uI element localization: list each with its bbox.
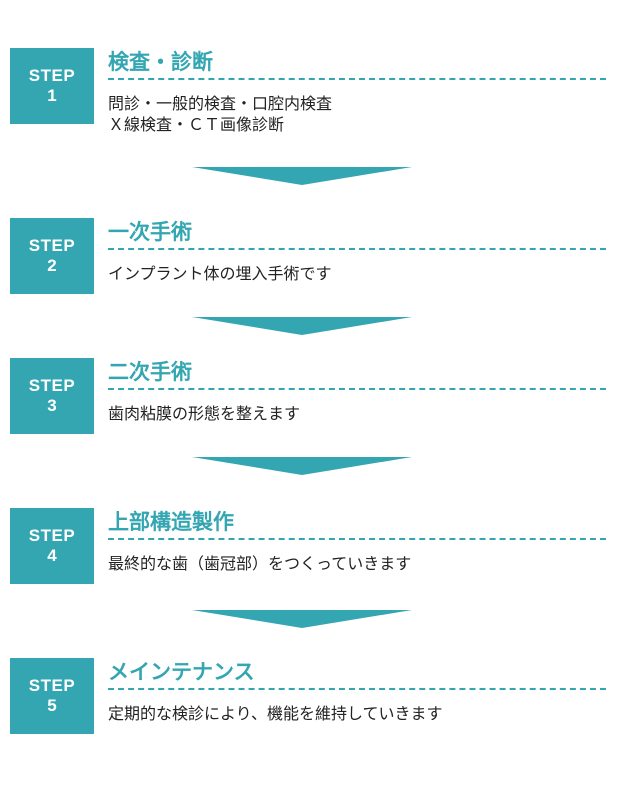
step-number: 2 <box>47 256 57 275</box>
step-description: 最終的な歯（歯冠部）をつくっていきます <box>108 554 411 575</box>
dashed-divider <box>108 78 606 80</box>
dashed-divider <box>108 248 606 250</box>
step-number: 5 <box>47 696 57 715</box>
dashed-divider <box>108 538 606 540</box>
step-3: STEP 3 二次手術 歯肉粘膜の形態を整えます <box>10 358 606 438</box>
step-1: STEP 1 検査・診断 問診・一般的検査・口腔内検査 Ｘ線検査・ＣＴ画像診断 <box>10 48 606 134</box>
step-description-line: Ｘ線検査・ＣＴ画像診断 <box>108 114 285 134</box>
step-label: STEP <box>28 66 76 86</box>
dashed-divider <box>108 688 606 690</box>
step-2: STEP 2 一次手術 インプラント体の埋入手術です <box>10 218 606 298</box>
step-number: 3 <box>47 396 57 415</box>
step-label: STEP <box>28 236 76 256</box>
step-description-line: 問診・一般的検査・口腔内検査 <box>108 94 333 113</box>
down-arrow-icon <box>192 610 412 628</box>
step-title: 一次手術 <box>108 220 192 244</box>
step-title: 二次手術 <box>108 360 192 384</box>
down-arrow-icon <box>192 317 412 335</box>
step-description: インプラント体の埋入手術です <box>108 264 332 285</box>
step-description-line: 定期的な検診により、機能を維持していきます <box>108 704 443 723</box>
down-arrow-icon <box>192 457 412 475</box>
step-description: 定期的な検診により、機能を維持していきます <box>108 704 443 725</box>
down-arrow-icon <box>192 167 412 185</box>
step-5: STEP 5 メインテナンス 定期的な検診により、機能を維持していきます <box>10 658 606 738</box>
step-badge: STEP 1 <box>10 48 94 124</box>
step-badge: STEP 2 <box>10 218 94 294</box>
step-description-line: 最終的な歯（歯冠部）をつくっていきます <box>108 554 412 573</box>
step-title: 検査・診断 <box>108 50 213 74</box>
step-title: 上部構造製作 <box>108 510 234 534</box>
step-badge: STEP 4 <box>10 508 94 584</box>
step-badge: STEP 3 <box>10 358 94 434</box>
step-number: 4 <box>47 546 57 565</box>
step-badge: STEP 5 <box>10 658 94 734</box>
step-4: STEP 4 上部構造製作 最終的な歯（歯冠部）をつくっていきます <box>10 508 606 588</box>
dashed-divider <box>108 388 606 390</box>
step-description: 歯肉粘膜の形態を整えます <box>108 404 300 425</box>
step-title: メインテナンス <box>108 660 255 684</box>
step-description: 問診・一般的検査・口腔内検査 Ｘ線検査・ＣＴ画像診断 <box>108 94 332 136</box>
step-label: STEP <box>28 376 76 396</box>
step-description-line: インプラント体の埋入手術です <box>108 264 332 283</box>
step-label: STEP <box>28 676 76 696</box>
step-number: 1 <box>47 86 57 105</box>
step-label: STEP <box>28 526 76 546</box>
step-description-line: 歯肉粘膜の形態を整えます <box>108 404 301 423</box>
